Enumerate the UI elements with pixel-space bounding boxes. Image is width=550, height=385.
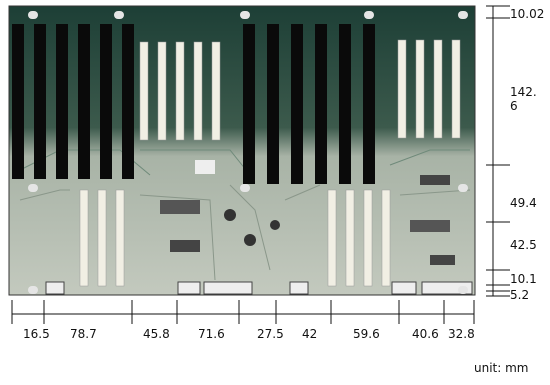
v-dim-label: 49.4 [510,196,537,210]
v-dim-label: 5.2 [510,288,530,302]
mounting-hole [458,11,468,19]
connector [289,281,309,295]
isa-slot [78,24,90,179]
components [160,160,455,265]
isa-slot [363,24,375,184]
pci-slot [193,41,203,141]
isa-slot [56,24,68,179]
pci-slot [363,189,373,287]
mounting-hole [240,11,250,19]
pci-slot [97,189,107,287]
pci-slot [433,39,443,139]
pci-slot [345,189,355,287]
pci-slot [415,39,425,139]
pci-slot [115,189,125,287]
pci-slot [139,41,149,141]
isa-slot [12,24,24,179]
pci-slot [397,39,407,139]
pci-slot-group-top-right [397,39,461,139]
pci-slot [79,189,89,287]
h-dim-label: 42 [302,327,318,341]
pci-slot [157,41,167,141]
connector [203,281,253,295]
mounting-hole [458,286,468,294]
pci-slot [175,41,185,141]
pci-slot [211,41,221,141]
h-dim-label: 78.7 [70,327,97,341]
v-dim-label: 10.02 [510,7,545,21]
unit-label: unit: mm [474,361,529,375]
isa-slot [291,24,303,184]
v-dim-label: 10.1 [510,272,537,286]
connector [177,281,201,295]
isa-slot [122,24,134,179]
mounting-hole [28,11,38,19]
pci-slot [327,189,337,287]
mounting-hole [28,286,38,294]
isa-slot-group-right [243,24,375,184]
horizontal-dimension-lines [11,300,475,324]
pci-slot-group-bottom-left [79,189,125,287]
isa-slot [267,24,279,184]
h-dim-label: 40.6 [412,327,439,341]
mounting-hole [240,184,250,192]
isa-slot [34,24,46,179]
mounting-hole [364,11,374,19]
h-dim-label: 27.5 [257,327,284,341]
v-dim-label: 142. 6 [510,85,537,113]
mounting-holes [28,11,468,294]
connector [391,281,417,295]
isa-slot [100,24,112,179]
h-dim-label: 71.6 [198,327,225,341]
h-dim-label: 45.8 [143,327,170,341]
v-dim-label: 42.5 [510,238,537,252]
mounting-hole [114,11,124,19]
isa-slot-group-left [12,24,134,179]
pci-slot-group-bottom-right [327,189,391,287]
h-dim-label: 32.8 [448,327,475,341]
isa-slot [339,24,351,184]
pci-slot [451,39,461,139]
mounting-hole [28,184,38,192]
pci-slot [381,189,391,287]
isa-slot [243,24,255,184]
connector [45,281,65,295]
isa-slot [315,24,327,184]
h-dim-label: 59.6 [353,327,380,341]
pci-slot-group-top-middle [139,41,221,141]
h-dim-label: 16.5 [23,327,50,341]
mounting-hole [458,184,468,192]
vertical-dimension-lines [486,5,510,297]
